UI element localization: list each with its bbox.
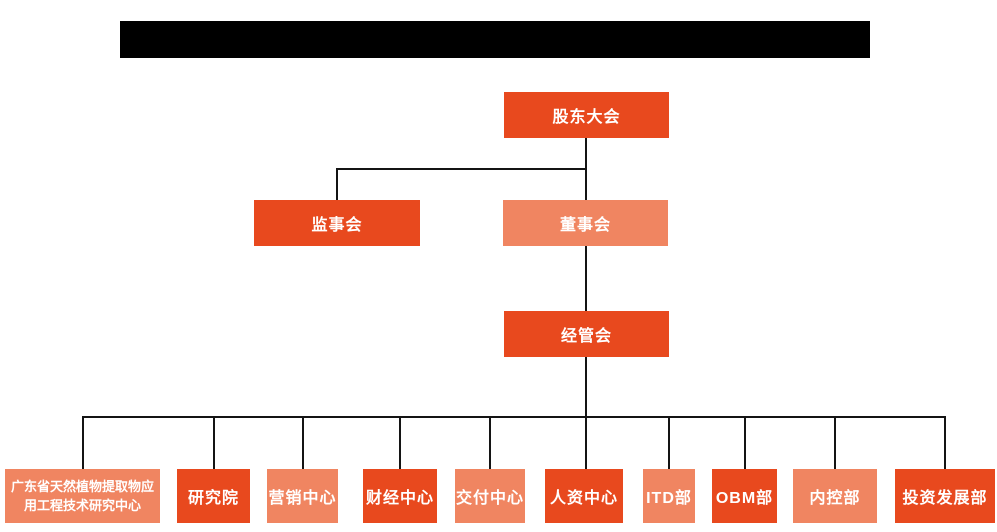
node-research-institute: 研究院 [177, 469, 250, 523]
connector-drop-finance-center [399, 416, 401, 469]
node-gd-natural-plant-extract-research-center: 广东省天然植物提取物应用工程技术研究中心 [5, 469, 160, 523]
connector-management-vertical [585, 357, 587, 469]
connector-level2-horizontal [336, 168, 587, 170]
connector-drop-marketing-center [302, 416, 304, 469]
node-hr-center: 人资中心 [545, 469, 623, 523]
connector-drop-obm-dept [744, 416, 746, 469]
node-board-of-directors: 董事会 [503, 200, 668, 246]
connector-drop-research-center [82, 416, 84, 469]
node-finance-center: 财经中心 [363, 469, 437, 523]
node-management-committee: 经管会 [504, 311, 669, 357]
connector-departments-horizontal [82, 416, 946, 418]
node-delivery-center: 交付中心 [455, 469, 525, 523]
node-shareholders-meeting: 股东大会 [504, 92, 669, 138]
connector-drop-research-institute [213, 416, 215, 469]
node-investment-development-dept: 投资发展部 [895, 469, 995, 523]
node-supervisory-board: 监事会 [254, 200, 420, 246]
node-internal-control-dept: 内控部 [793, 469, 877, 523]
connector-drop-investment-dev-dept [944, 416, 946, 469]
connector-drop-itd-dept [668, 416, 670, 469]
connector-drop-internal-control-dept [834, 416, 836, 469]
node-obm-dept: OBM部 [712, 469, 777, 523]
redacted-title-bar [120, 21, 870, 58]
connector-supervisory-drop [336, 168, 338, 200]
node-itd-dept: ITD部 [643, 469, 695, 523]
node-marketing-center: 营销中心 [267, 469, 338, 523]
connector-board-to-management [585, 246, 587, 311]
connector-drop-delivery-center [489, 416, 491, 469]
